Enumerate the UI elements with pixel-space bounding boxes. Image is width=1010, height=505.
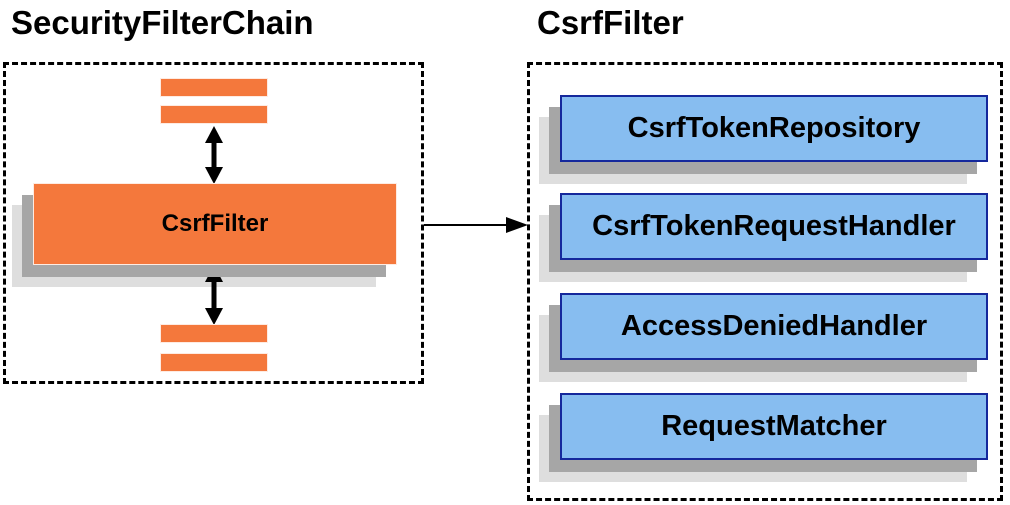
component-box-requestmatcher: RequestMatcher <box>539 393 988 482</box>
flow-arrow-icon <box>424 217 528 233</box>
securityfilterchain-boundary <box>3 62 424 384</box>
double-arrow-icon <box>205 126 223 184</box>
csrffilter-group-title: CsrfFilter <box>537 4 684 41</box>
csrffilter-boundary <box>527 62 1003 501</box>
filter-placeholder-bar <box>160 78 268 97</box>
filter-placeholder-bar <box>160 105 268 124</box>
csrffilter-box-stack: CsrfFilter <box>12 183 397 287</box>
component-box-accessdeniedhandler: AccessDeniedHandler <box>539 293 988 382</box>
component-label: RequestMatcher <box>560 393 988 460</box>
securityfilterchain-title: SecurityFilterChain <box>11 4 314 41</box>
component-label: CsrfTokenRepository <box>560 95 988 162</box>
filter-placeholder-bar <box>160 353 268 372</box>
component-label: AccessDeniedHandler <box>560 293 988 360</box>
csrffilter-box: CsrfFilter <box>33 183 397 265</box>
component-box-csrftokenrepository: CsrfTokenRepository <box>539 95 988 184</box>
component-label: CsrfTokenRequestHandler <box>560 193 988 260</box>
component-box-csrftokenrequesthandler: CsrfTokenRequestHandler <box>539 193 988 282</box>
filter-placeholder-bar <box>160 324 268 343</box>
